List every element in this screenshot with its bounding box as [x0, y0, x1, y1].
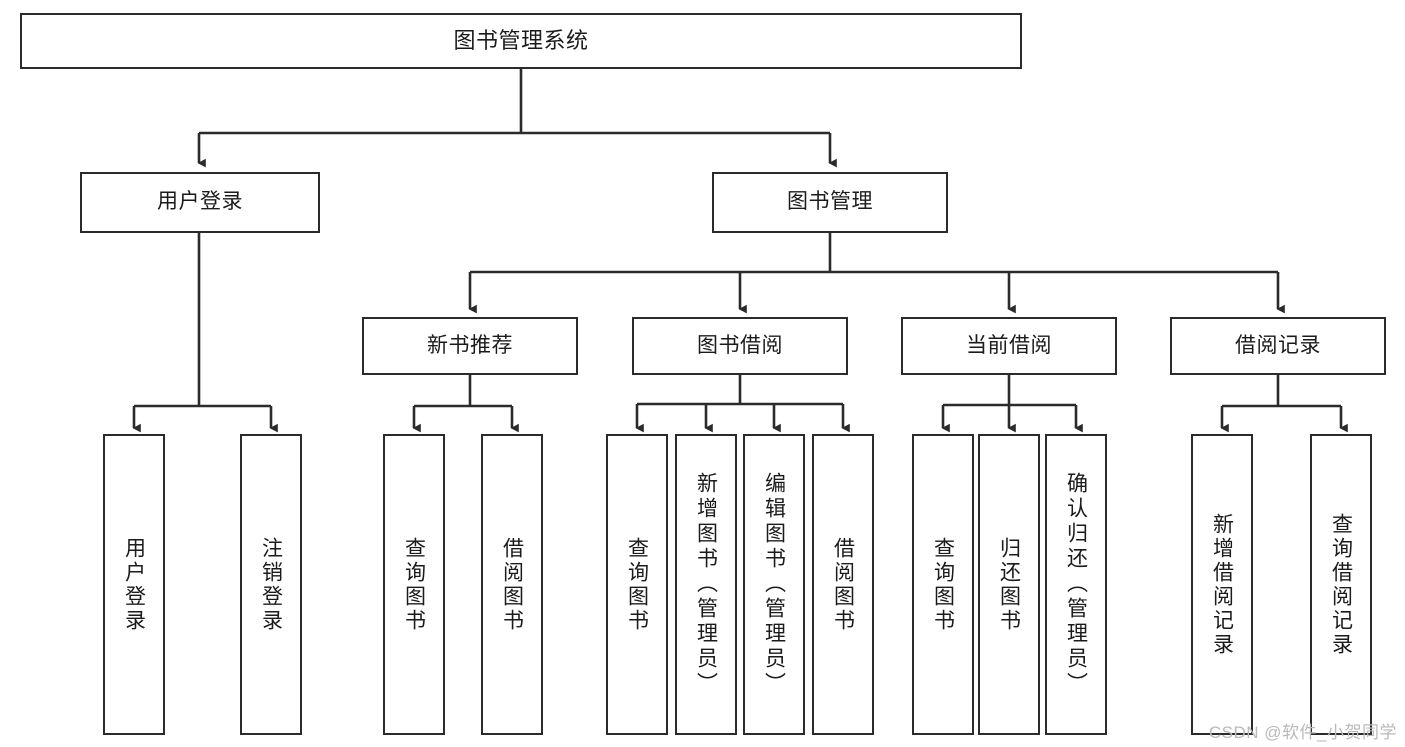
node-label: 查询图书: [931, 536, 955, 633]
leaf-borrow-books-borrowing[interactable]: 借阅图书: [812, 434, 874, 735]
leaf-edit-book-admin[interactable]: 编辑图书（管理员）: [743, 434, 805, 735]
node-label: 用户登录: [122, 536, 146, 633]
leaf-query-books-current[interactable]: 查询图书: [912, 434, 974, 735]
node-book-management[interactable]: 图书管理: [712, 172, 948, 233]
node-label: 新增借阅记录: [1210, 512, 1234, 657]
node-label: 借阅图书: [500, 536, 524, 633]
node-current-borrowing[interactable]: 当前借阅: [901, 317, 1117, 375]
node-label: 图书管理: [787, 190, 873, 214]
leaf-logout[interactable]: 注销登录: [240, 434, 302, 735]
node-label: 新书推荐: [427, 333, 513, 357]
leaf-add-book-admin[interactable]: 新增图书（管理员）: [675, 434, 737, 735]
leaf-add-borrow-record[interactable]: 新增借阅记录: [1191, 434, 1253, 735]
node-label: 确认归还（管理员）: [1064, 472, 1088, 697]
leaf-confirm-return-admin[interactable]: 确认归还（管理员）: [1045, 434, 1107, 735]
leaf-query-books-borrowing[interactable]: 查询图书: [606, 434, 668, 735]
node-label: 借阅图书: [831, 536, 855, 633]
node-label: 查询图书: [625, 536, 649, 633]
node-label: 用户登录: [157, 190, 243, 214]
leaf-query-borrow-record[interactable]: 查询借阅记录: [1310, 434, 1372, 735]
node-label: 查询图书: [402, 536, 426, 633]
node-label: 图书借阅: [697, 333, 783, 357]
node-label: 注销登录: [259, 536, 283, 633]
node-new-book-recommendation[interactable]: 新书推荐: [362, 317, 578, 375]
node-label: 编辑图书（管理员）: [762, 472, 786, 697]
node-borrow-records[interactable]: 借阅记录: [1170, 317, 1386, 375]
node-label: 图书管理系统: [453, 28, 589, 54]
leaf-borrow-books-recommendation[interactable]: 借阅图书: [481, 434, 543, 735]
node-label: 当前借阅: [966, 333, 1052, 357]
node-root-book-management-system[interactable]: 图书管理系统: [20, 13, 1022, 69]
leaf-query-books-recommendation[interactable]: 查询图书: [383, 434, 445, 735]
node-label: 归还图书: [997, 536, 1021, 633]
leaf-user-login[interactable]: 用户登录: [103, 434, 165, 735]
node-label: 新增图书（管理员）: [694, 472, 718, 697]
node-book-borrowing[interactable]: 图书借阅: [632, 317, 848, 375]
csdn-watermark: CSDN @软件_小贺同学: [1208, 723, 1397, 742]
node-label: 借阅记录: [1235, 333, 1321, 357]
node-user-login[interactable]: 用户登录: [80, 172, 320, 233]
node-label: 查询借阅记录: [1329, 512, 1353, 657]
leaf-return-books[interactable]: 归还图书: [978, 434, 1040, 735]
